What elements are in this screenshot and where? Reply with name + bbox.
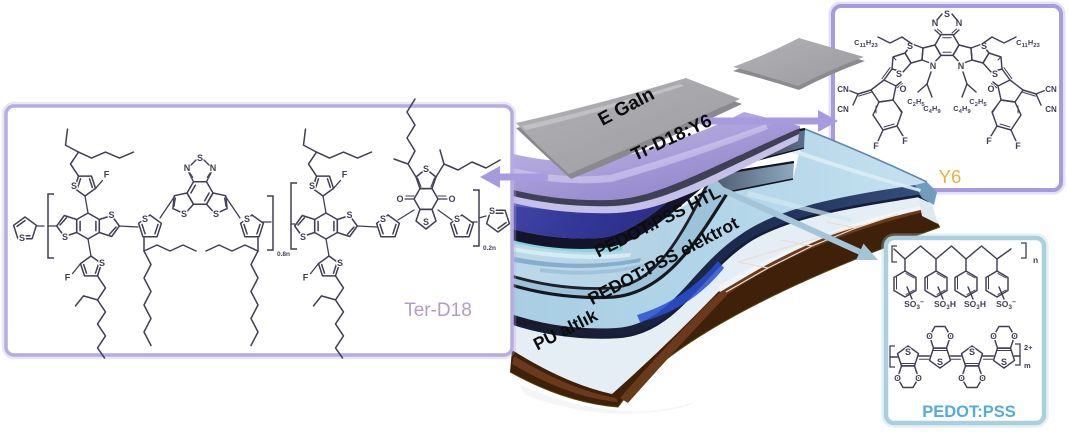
svg-text:O: O	[990, 331, 997, 341]
svg-text:O: O	[1011, 331, 1018, 341]
svg-text:CN: CN	[1045, 85, 1057, 94]
svg-text:0.8n: 0.8n	[277, 251, 290, 258]
svg-text:C11H23: C11H23	[854, 38, 878, 49]
svg-text:CN: CN	[1045, 105, 1057, 114]
svg-text:m: m	[1024, 361, 1031, 370]
svg-text:O: O	[894, 373, 901, 383]
svg-text:S: S	[244, 214, 250, 224]
svg-text:F: F	[902, 136, 908, 146]
svg-text:O: O	[396, 194, 403, 204]
svg-text:S: S	[944, 9, 950, 19]
svg-text:N: N	[958, 61, 965, 71]
svg-text:O: O	[926, 331, 933, 341]
svg-text:F: F	[986, 136, 992, 146]
svg-text:O: O	[979, 373, 986, 383]
svg-text:C2H5: C2H5	[969, 97, 987, 108]
svg-text:S: S	[108, 210, 114, 220]
svg-text:F: F	[104, 169, 110, 179]
svg-text:Y6: Y6	[939, 166, 962, 187]
svg-text:N: N	[930, 61, 937, 71]
svg-text:S: S	[197, 153, 203, 163]
svg-text:S: S	[62, 232, 68, 242]
svg-text:S: S	[905, 347, 911, 357]
svg-text:SO3–: SO3–	[996, 299, 1016, 311]
svg-text:S: S	[907, 41, 913, 51]
svg-text:S: S	[896, 69, 902, 79]
svg-text:n: n	[1033, 255, 1038, 265]
svg-text:S: S	[423, 164, 429, 174]
svg-text:S: S	[181, 209, 187, 219]
svg-text:C4H9: C4H9	[923, 104, 941, 115]
svg-text:S: S	[969, 347, 975, 357]
svg-text:CN: CN	[837, 105, 849, 114]
svg-text:S: S	[99, 258, 105, 268]
svg-text:N: N	[932, 18, 939, 28]
svg-text:S: S	[937, 357, 943, 367]
svg-text:F: F	[65, 273, 71, 283]
svg-text:S: S	[19, 233, 25, 243]
svg-text:CN: CN	[837, 85, 849, 94]
svg-text:N: N	[184, 163, 191, 173]
svg-text:F: F	[303, 273, 309, 283]
svg-text:S: S	[489, 206, 495, 216]
svg-text:O: O	[947, 331, 954, 341]
svg-text:O: O	[899, 84, 906, 94]
svg-text:N: N	[210, 163, 217, 173]
svg-text:S: S	[380, 214, 386, 224]
svg-text:F: F	[1015, 141, 1021, 151]
svg-text:S: S	[337, 258, 343, 268]
svg-text:2+: 2+	[1024, 343, 1033, 352]
svg-text:Ter-D18: Ter-D18	[404, 300, 472, 321]
svg-text:S: S	[1001, 357, 1007, 367]
svg-text:C2H5: C2H5	[907, 97, 925, 108]
svg-text:SO3H: SO3H	[934, 299, 956, 311]
svg-text:N: N	[956, 18, 963, 28]
svg-text:SO3–: SO3–	[904, 299, 924, 311]
svg-text:SO3H: SO3H	[964, 299, 986, 311]
svg-text:S: S	[454, 214, 460, 224]
svg-text:S: S	[423, 217, 429, 227]
svg-text:S: S	[992, 69, 998, 79]
svg-text:O: O	[915, 373, 922, 383]
svg-text:O: O	[987, 84, 994, 94]
svg-text:O: O	[958, 373, 965, 383]
svg-text:S: S	[981, 41, 987, 51]
svg-text:PEDOT:PSS: PEDOT:PSS	[922, 403, 1016, 421]
svg-text:O: O	[448, 194, 455, 204]
svg-text:S: S	[142, 214, 148, 224]
svg-text:S: S	[213, 209, 219, 219]
svg-text:F: F	[342, 169, 348, 179]
svg-text:C4H9: C4H9	[953, 104, 971, 115]
svg-text:S: S	[71, 181, 77, 191]
svg-text:F: F	[873, 141, 879, 151]
svg-text:S: S	[300, 232, 306, 242]
svg-text:S: S	[309, 181, 315, 191]
svg-text:S: S	[346, 210, 352, 220]
svg-text:C11H23: C11H23	[1016, 38, 1040, 49]
svg-text:0.2n: 0.2n	[483, 245, 496, 252]
